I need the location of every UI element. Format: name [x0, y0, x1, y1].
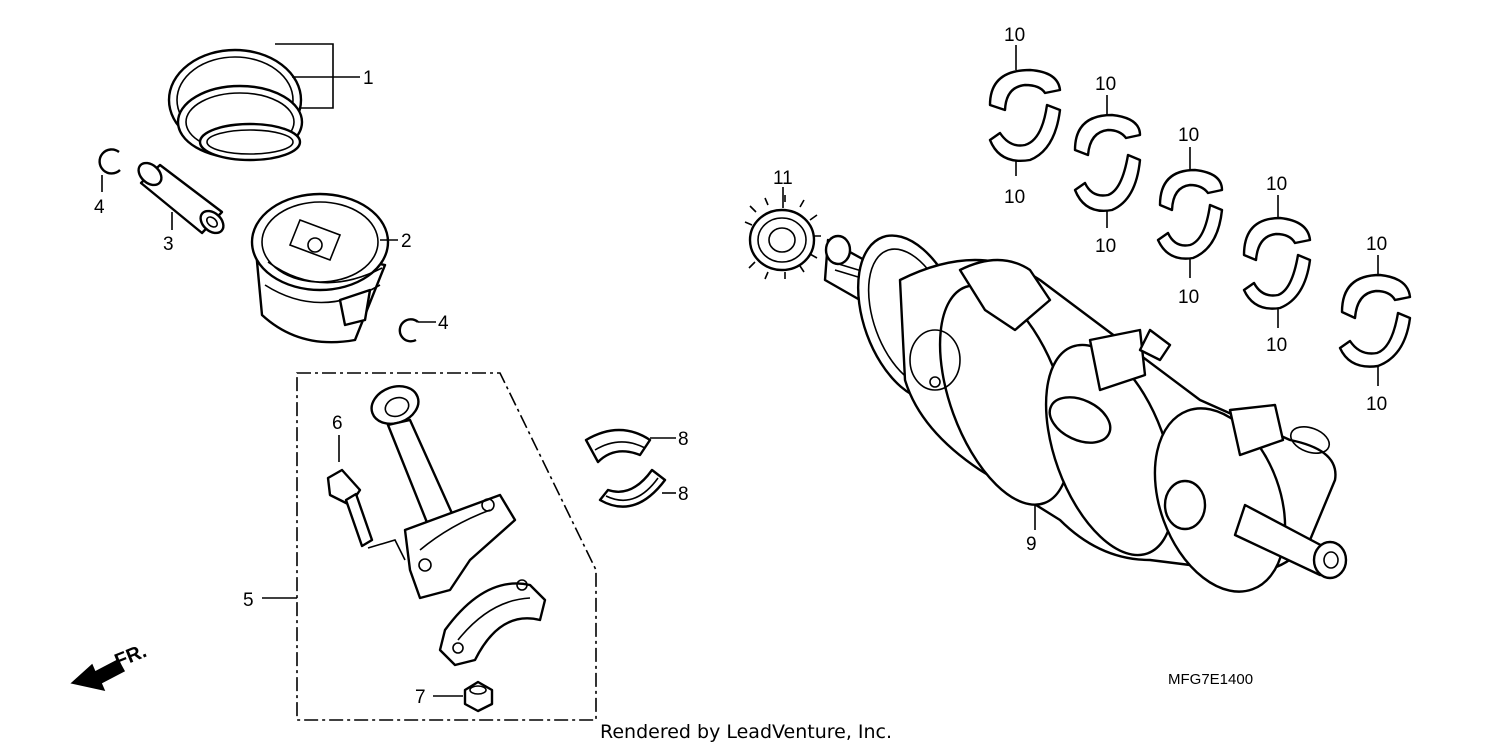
callout-4-left: 4	[94, 197, 105, 218]
front-direction-arrow-icon	[70, 658, 126, 692]
callout-8-lower: 8	[678, 484, 689, 505]
main-bearing-pair-2[interactable]	[1073, 113, 1142, 212]
callout-1: 1	[363, 68, 374, 89]
callout-10-3: 10	[1095, 74, 1116, 95]
callout-10-9: 10	[1366, 234, 1387, 255]
rod-assembly-boundary	[296, 372, 597, 721]
piston-pin-clip-left[interactable]	[98, 148, 121, 175]
main-bearing-pair-4[interactable]	[1242, 216, 1312, 310]
callout-10-1: 10	[1004, 25, 1025, 46]
callout-10-10: 10	[1366, 394, 1387, 415]
callout-5: 5	[243, 590, 254, 611]
callout-8-upper: 8	[678, 429, 689, 450]
piston-pin-clip-right[interactable]	[398, 318, 419, 343]
main-bearing-pair-1[interactable]	[988, 68, 1062, 162]
callout-7: 7	[415, 687, 426, 708]
callout-6: 6	[332, 413, 343, 434]
footer-credit: Rendered by LeadVenture, Inc.	[600, 721, 892, 743]
callout-4-right: 4	[438, 313, 449, 334]
gear[interactable]	[744, 195, 821, 280]
rod-nut[interactable]	[463, 680, 494, 713]
main-bearing-pair-5[interactable]	[1338, 273, 1412, 368]
rod-bearing-upper[interactable]	[584, 428, 652, 464]
piston-pin[interactable]	[134, 159, 227, 238]
crankshaft[interactable]	[823, 221, 1348, 610]
piston-ring-set[interactable]	[167, 48, 304, 162]
callout-2: 2	[401, 231, 412, 252]
callout-3: 3	[163, 234, 174, 255]
callout-10-2: 10	[1004, 187, 1025, 208]
callout-10-5: 10	[1178, 125, 1199, 146]
diagram-code: MFG7E1400	[1168, 671, 1253, 688]
rod-bearing-lower[interactable]	[598, 468, 667, 508]
front-direction-label: FR.	[112, 640, 150, 672]
rod-bolt[interactable]	[326, 468, 374, 548]
callout-11: 11	[773, 168, 793, 189]
main-bearing-pair-3[interactable]	[1156, 168, 1224, 260]
callout-10-8: 10	[1266, 335, 1287, 356]
callout-10-4: 10	[1095, 236, 1116, 257]
callout-10-7: 10	[1266, 174, 1287, 195]
connecting-rod[interactable]	[366, 380, 517, 600]
rod-cap[interactable]	[438, 579, 547, 667]
piston[interactable]	[250, 192, 390, 344]
callout-9: 9	[1026, 534, 1037, 555]
callout-10-6: 10	[1178, 287, 1199, 308]
